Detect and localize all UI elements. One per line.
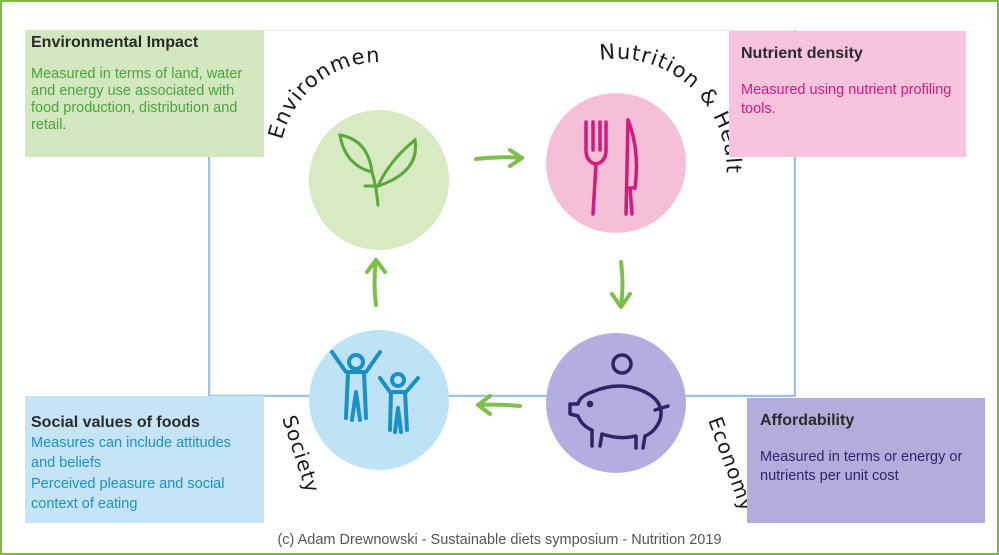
nutrient-density-text: Measured using nutrient profiling tools. [741,82,952,117]
inner-frame [208,30,796,397]
fork-knife-icon [584,118,639,216]
arrow-nut-to-eco [610,260,632,309]
environmental-impact-text: Measured in terms of land, water and ene… [31,66,243,133]
piggy-bank-icon [568,353,670,450]
leaves-icon [338,133,418,207]
society-label: Society [277,412,325,496]
nutrient-density-box: Nutrient density Measured using nutrient… [729,31,966,157]
environmental-impact-box: Environmental Impact Measured in terms o… [25,30,264,157]
social-values-text-2: Perceived pleasure and social context of… [31,476,225,512]
affordability-text: Measured in terms or energy or nutrients… [760,449,963,484]
social-values-box: Social values of foods Measures can incl… [25,396,264,523]
arrow-eco-to-soc [476,394,522,416]
affordability-box: Affordability Measured in terms or energ… [747,398,985,523]
nutrition-circle [546,93,686,233]
social-values-title: Social values of foods [31,414,200,431]
nutrient-density-title: Nutrient density [741,45,863,62]
arrow-env-to-nut [474,148,524,168]
environment-circle [309,110,449,250]
affordability-title: Affordability [760,412,855,429]
arrow-soc-to-env [365,258,387,307]
environmental-impact-title: Environmental Impact [31,34,199,51]
people-icon [330,350,420,434]
credit-line: (c) Adam Drewnowski - Sustainable diets … [277,532,722,548]
social-values-text-1: Measures can include attitudes and belie… [31,435,231,471]
